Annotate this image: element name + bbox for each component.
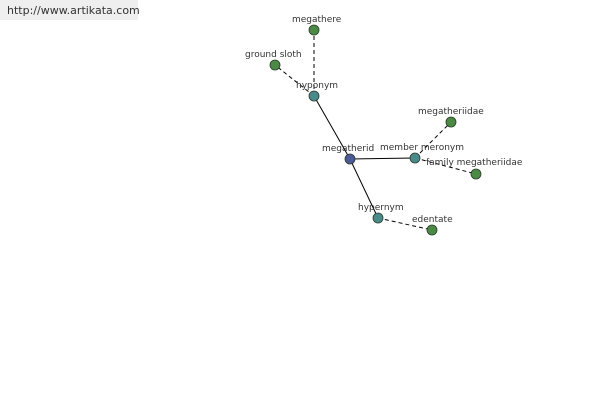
label-megatherid: megatherid: [322, 144, 374, 154]
node-hyponym[interactable]: [308, 90, 320, 102]
node-member-meronym[interactable]: [409, 152, 421, 164]
edge-meronym-family-megatheriidae: [414, 157, 477, 175]
node-hypernym[interactable]: [372, 212, 384, 224]
site-link[interactable]: http://www.artikata.com: [7, 4, 140, 17]
node-megathere[interactable]: [308, 24, 320, 36]
label-megatheriidae: megatheriidae: [418, 107, 484, 117]
node-family-megatheriidae[interactable]: [470, 168, 482, 180]
edge-meronym-megatheriidae: [414, 121, 452, 159]
edge-root-hyponym: [313, 95, 351, 160]
edge-root-member-meronym: [349, 157, 416, 160]
node-edentate[interactable]: [426, 224, 438, 236]
label-family-megatheriidae: family megatheriidae: [426, 158, 523, 168]
node-megatherid[interactable]: [344, 153, 356, 165]
label-megathere: megathere: [292, 15, 342, 25]
edge-hyponym-ground-sloth: [274, 64, 315, 97]
graph-labels: megatherid hyponym member meronym hypern…: [245, 15, 523, 225]
label-member-meronym: member meronym: [380, 143, 464, 153]
label-hypernym: hypernym: [358, 203, 404, 213]
label-hyponym: hyponym: [296, 81, 338, 91]
label-ground-sloth: ground sloth: [245, 50, 302, 60]
label-edentate: edentate: [412, 215, 453, 225]
site-banner: http://www.artikata.com: [0, 0, 140, 20]
graph-edges: [274, 30, 477, 231]
node-megatheriidae[interactable]: [445, 116, 457, 128]
edge-root-hypernym: [349, 158, 379, 219]
graph-nodes: [269, 24, 482, 236]
edge-hypernym-edentate: [377, 217, 433, 231]
node-ground-sloth[interactable]: [269, 59, 281, 71]
